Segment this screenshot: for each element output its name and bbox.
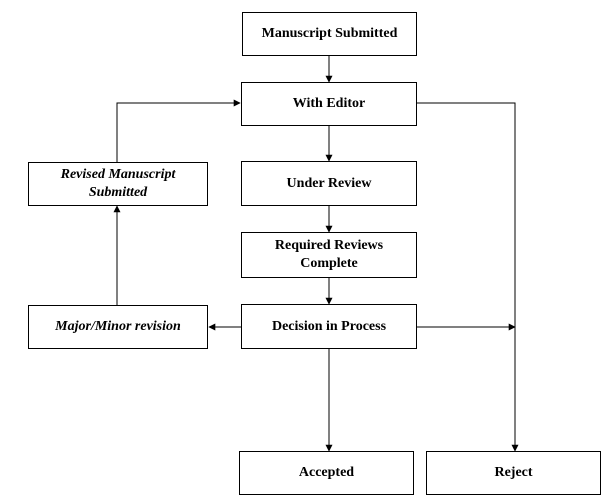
node-with-editor-label: With Editor [292,96,366,111]
node-decision-in-process: Decision in Process [241,304,417,349]
node-required-reviews-label-line1: Required Reviews [274,238,384,253]
arrow-revised-to-editor [116,99,241,162]
node-reject: Reject [426,451,601,495]
node-manuscript-submitted-label: Manuscript Submitted [261,26,398,41]
node-accepted-label: Accepted [298,465,355,480]
node-manuscript-submitted: Manuscript Submitted [242,12,417,56]
node-under-review-label: Under Review [286,175,372,191]
node-with-editor: With Editor [241,82,417,126]
node-required-reviews-complete: Required Reviews Complete [241,232,417,278]
node-reject-label: Reject [494,465,533,480]
node-revised-manuscript-submitted: Revised Manuscript Submitted [28,162,208,206]
node-major-minor-revision: Major/Minor revision [28,305,208,349]
node-accepted: Accepted [239,451,414,495]
node-revised-manuscript-label-line1: Revised Manuscript [60,167,176,182]
node-revised-manuscript-label-line2: Submitted [88,185,148,200]
node-under-review: Under Review [241,161,417,206]
node-decision-in-process-label: Decision in Process [271,318,387,334]
node-required-reviews-label-line2: Complete [300,256,358,271]
arrow-editor-to-reject [417,102,519,452]
node-major-minor-revision-label: Major/Minor revision [55,319,181,334]
